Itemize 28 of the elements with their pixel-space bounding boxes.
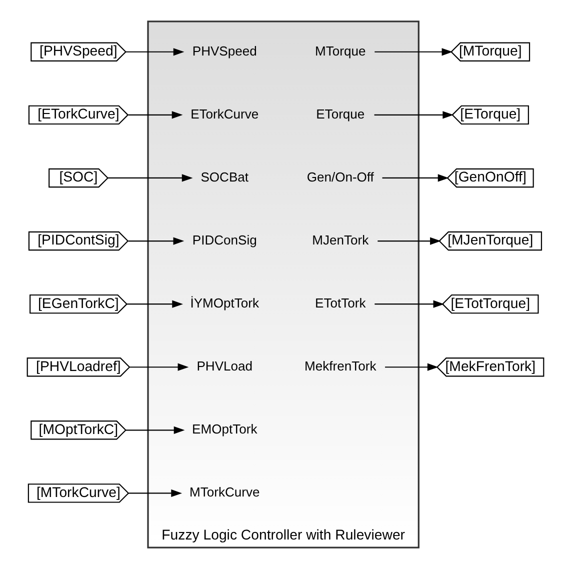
node-text: İYMOptTork xyxy=(190,295,260,310)
node-text: SOCBat xyxy=(200,169,249,184)
arrow xyxy=(126,426,185,434)
arrow xyxy=(128,489,182,497)
node-text: MJenTork xyxy=(312,232,369,248)
node-text: PHVLoad xyxy=(196,358,253,374)
node-text: MTorque xyxy=(315,43,366,58)
node-text: PIDConSig xyxy=(192,232,257,248)
node-text: Gen/On-Off xyxy=(306,169,374,184)
arrow xyxy=(108,174,193,182)
node-text: ETorque xyxy=(316,106,365,122)
arrow xyxy=(382,174,449,182)
arrow xyxy=(385,363,438,371)
arrow xyxy=(130,363,189,371)
arrow xyxy=(128,111,183,119)
arrow xyxy=(374,111,454,119)
node-text: MekfrenTork xyxy=(304,358,376,374)
node-text: PHVSpeed xyxy=(192,43,257,58)
node-text: EMOptTork xyxy=(192,422,258,437)
arrow xyxy=(128,237,184,245)
arrow xyxy=(378,237,441,245)
node-text: MTorkCurve xyxy=(190,484,260,500)
node-text: ETotTork xyxy=(315,295,366,310)
arrow xyxy=(374,300,444,308)
arrow xyxy=(127,300,184,308)
node-text: ETorkCurve xyxy=(190,106,259,122)
arrow xyxy=(374,48,453,56)
arrow xyxy=(126,48,184,56)
